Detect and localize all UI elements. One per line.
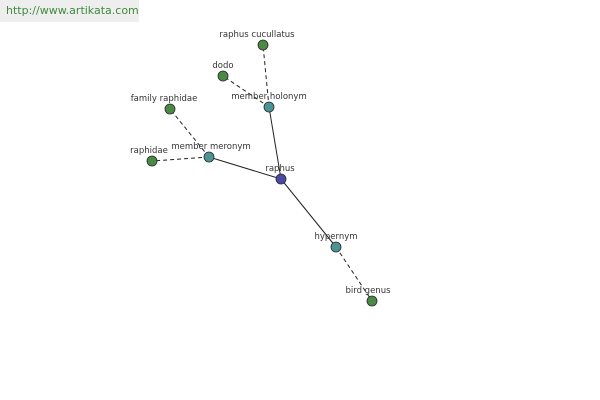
node-layer: raphus member holonym member meronym hypern… <box>130 30 391 307</box>
node-label-family-raphidae[interactable]: family raphidae <box>131 94 198 104</box>
node-label-bird-genus[interactable]: bird genus <box>345 286 391 296</box>
node-label-member-meronym[interactable]: member meronym <box>171 142 250 152</box>
node-label-raphus[interactable]: raphus <box>265 164 295 174</box>
edge-member-holonym-dodo <box>222 75 270 108</box>
node-hypernym[interactable] <box>330 241 342 253</box>
edge-hypernym-bird-genus <box>335 246 373 302</box>
edge-member-holonym-raphus-cucullatus <box>262 44 270 108</box>
node-member-holonym[interactable] <box>263 101 275 113</box>
node-label-hypernym[interactable]: hypernym <box>314 232 357 242</box>
edge-raphus-member-meronym <box>208 156 282 180</box>
node-label-raphidae[interactable]: raphidae <box>130 146 168 156</box>
edge-raphus-hypernym <box>280 178 337 248</box>
edge-member-meronym-raphidae <box>151 156 210 162</box>
edge-layer <box>151 44 373 302</box>
url-banner[interactable]: http://www.artikata.com <box>0 0 139 22</box>
node-member-meronym[interactable] <box>203 151 215 163</box>
edge-member-meronym-family-raphidae <box>169 108 210 158</box>
node-label-member-holonym[interactable]: member holonym <box>231 92 306 102</box>
node-raphus-cucullatus[interactable] <box>257 39 269 51</box>
node-label-dodo[interactable]: dodo <box>212 61 233 71</box>
node-dodo[interactable] <box>217 70 229 82</box>
node-raphidae[interactable] <box>146 155 158 167</box>
node-bird-genus[interactable] <box>366 295 378 307</box>
node-raphus[interactable] <box>275 173 287 185</box>
node-family-raphidae[interactable] <box>164 103 176 115</box>
edge-raphus-member-holonym <box>268 106 282 180</box>
node-label-raphus-cucullatus[interactable]: raphus cucullatus <box>219 30 295 40</box>
